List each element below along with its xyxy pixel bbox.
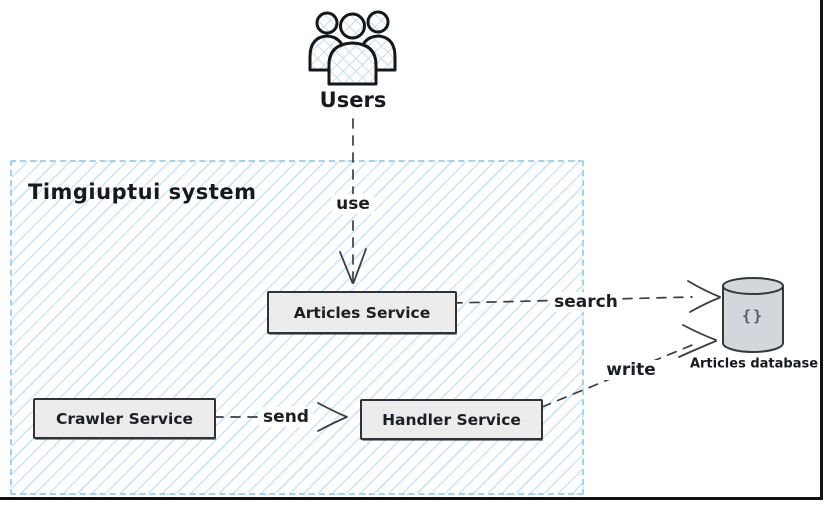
write-arrow-line [541, 342, 698, 408]
handler-service-label: Handler Service [382, 410, 521, 429]
use-arrow-head [339, 248, 367, 284]
articles-database-label: Articles database [689, 356, 819, 372]
search-edge-label: search [550, 292, 622, 312]
search-arrow-head [687, 280, 721, 313]
crawler-service-node[interactable]: Crawler Service [33, 398, 216, 439]
users-icon[interactable] [305, 7, 400, 88]
window-bottom-edge [0, 497, 823, 500]
articles-service-node[interactable]: Articles Service [267, 291, 457, 334]
articles-service-label: Articles Service [293, 303, 431, 322]
write-edge-label: write [602, 360, 660, 380]
handler-service-node[interactable]: Handler Service [360, 399, 543, 440]
send-arrow-head [317, 402, 348, 432]
use-edge-label: use [332, 194, 374, 214]
window-right-edge [820, 0, 823, 499]
send-edge-label: send [259, 407, 313, 427]
crawler-service-label: Crawler Service [55, 409, 194, 428]
system-title: Timgiuptui system [28, 180, 257, 204]
write-arrow-head [678, 324, 717, 358]
articles-database-cylinder[interactable] [722, 277, 784, 353]
users-label: Users [319, 88, 387, 112]
database-braces-icon: {} [741, 307, 765, 325]
